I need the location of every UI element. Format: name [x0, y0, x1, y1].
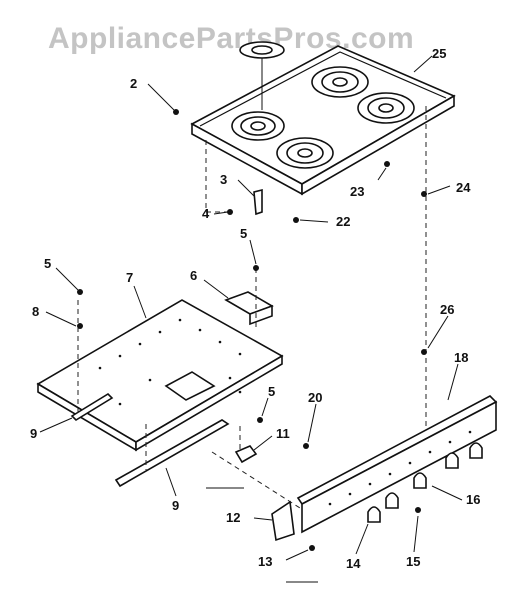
callout-6: 6	[190, 268, 197, 283]
screw-15	[415, 507, 421, 513]
callout-3: 3	[220, 172, 227, 187]
callout-14: 14	[346, 556, 361, 571]
burner-bowl-left-front	[276, 137, 334, 169]
callout-9-lower: 9	[172, 498, 179, 513]
screw-5-left	[77, 289, 83, 295]
knob-clip-14a	[367, 506, 381, 523]
knob-clip-14b	[385, 492, 399, 509]
screw-23	[384, 161, 390, 167]
callout-12: 12	[226, 510, 240, 525]
burner-bowl-right-rear	[311, 66, 369, 98]
watermark-text: AppliancePartsPros.com	[48, 22, 414, 55]
rail-18-top	[296, 395, 498, 506]
screw-8	[77, 323, 83, 329]
callout-16: 16	[466, 492, 480, 507]
burner-bowl-left-rear	[231, 111, 285, 141]
knob-clip-16b	[445, 452, 459, 469]
knob-clip-16c	[469, 442, 483, 459]
knob-clip-16a	[413, 472, 427, 489]
callout-4: 4	[202, 206, 210, 221]
bottom-panel-opening	[164, 371, 216, 401]
cooktop-side-lip	[301, 94, 455, 196]
callout-8: 8	[32, 304, 39, 319]
front-rail-18	[296, 395, 498, 534]
callout-13: 13	[258, 554, 272, 569]
rail-9-lower	[114, 419, 230, 488]
screw-24	[421, 191, 427, 197]
screw-26	[421, 349, 427, 355]
rail-18-face	[301, 400, 497, 534]
screw-20	[303, 443, 309, 449]
callout-24: 24	[456, 180, 471, 195]
bracket-12	[271, 500, 295, 542]
clip-3	[253, 188, 263, 216]
callout-5-mid: 5	[268, 384, 275, 399]
callout-25: 25	[432, 46, 446, 61]
burner-bowl-right-front	[357, 92, 415, 124]
callout-18-top: 18	[454, 350, 468, 365]
screw-4	[227, 209, 233, 215]
callout-5-left: 5	[44, 256, 51, 271]
callout-9-left: 9	[30, 426, 37, 441]
callout-5-top: 5	[240, 226, 247, 241]
callout-20: 20	[308, 390, 322, 405]
screw-13	[309, 545, 315, 551]
screw-5-mid	[257, 417, 263, 423]
bracket-11	[234, 445, 258, 464]
screw-5-top	[253, 265, 259, 271]
callout-11: 11	[276, 426, 290, 441]
screw-2	[173, 109, 179, 115]
callout-2: 2	[130, 76, 137, 91]
callout-26: 26	[440, 302, 454, 317]
burner-head-part	[239, 41, 285, 110]
screw-22	[293, 217, 299, 223]
callout-7: 7	[126, 270, 133, 285]
bottom-panel-top	[36, 299, 284, 443]
bottom-panel	[36, 299, 284, 452]
callout-23: 23	[350, 184, 364, 199]
cooktop-assembly	[190, 45, 456, 196]
rail-9-left	[70, 392, 114, 422]
callout-15: 15	[406, 554, 420, 569]
callout-22: 22	[336, 214, 350, 229]
